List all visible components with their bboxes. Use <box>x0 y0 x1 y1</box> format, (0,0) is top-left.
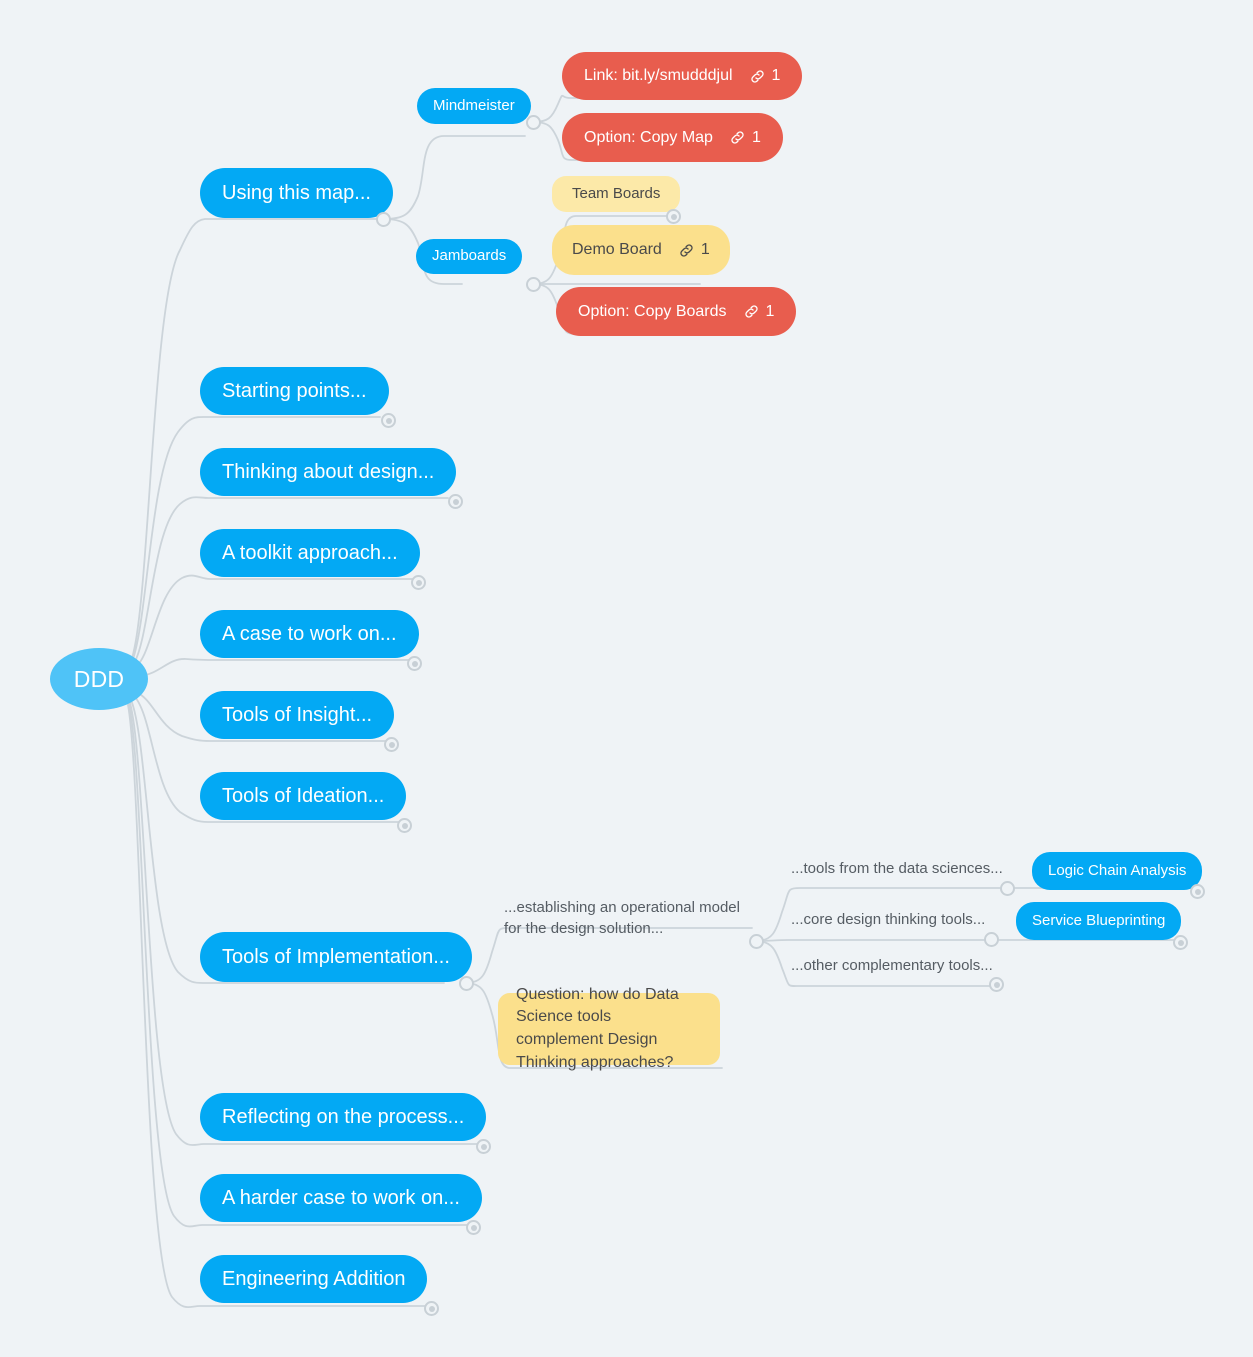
node-link-bitly[interactable]: Link: bit.ly/smudddjul 1 <box>562 52 803 100</box>
node-mindmeister[interactable]: Mindmeister <box>417 88 531 124</box>
node-label: ...tools from the data sciences... <box>791 859 1003 877</box>
connector-logic-chain-analysis-collapsed[interactable] <box>1190 884 1205 899</box>
node-label: Option: Copy Boards <box>578 302 727 320</box>
node-jamboards[interactable]: Jamboards <box>416 239 523 274</box>
node-label: Service Blueprinting <box>1032 911 1166 929</box>
branch-label: A toolkit approach... <box>222 541 398 564</box>
branch-label: Tools of Ideation... <box>222 784 385 807</box>
connector-reflecting-on-process-collapsed[interactable] <box>476 1139 491 1154</box>
branch-thinking-about-design[interactable]: Thinking about design... <box>200 448 457 496</box>
branch-label: Reflecting on the process... <box>222 1105 465 1128</box>
node-core-design-thinking-tools[interactable]: ...core design thinking tools... <box>791 909 985 931</box>
node-logic-chain-analysis[interactable]: Logic Chain Analysis <box>1032 852 1203 890</box>
connector-tools-of-insight-collapsed[interactable] <box>384 737 399 752</box>
node-label: Jamboards <box>432 247 507 265</box>
branch-toolkit-approach[interactable]: A toolkit approach... <box>200 529 420 577</box>
node-label: ...other complementary tools... <box>791 956 993 974</box>
node-label: Mindmeister <box>433 96 515 114</box>
link-icon <box>731 131 744 144</box>
branch-starting-points[interactable]: Starting points... <box>200 367 389 415</box>
link-count: 1 <box>700 241 710 258</box>
branch-label: Thinking about design... <box>222 460 435 483</box>
node-other-complementary-tools[interactable]: ...other complementary tools... <box>791 955 993 977</box>
connector-using-this-map[interactable] <box>376 212 391 227</box>
connector-jamboards[interactable] <box>526 277 541 292</box>
branch-tools-of-implementation[interactable]: Tools of Implementation... <box>200 932 472 982</box>
node-label: Link: bit.ly/smudddjul <box>584 67 733 84</box>
branch-tools-of-insight[interactable]: Tools of Insight... <box>200 691 395 739</box>
connector-team-boards-collapsed[interactable] <box>666 209 681 224</box>
connector-mindmeister[interactable] <box>526 115 541 130</box>
connector-tools-from-data-sciences[interactable] <box>1000 881 1015 896</box>
branch-label: A harder case to work on... <box>222 1186 460 1209</box>
connector-tools-of-implementation[interactable] <box>459 976 474 991</box>
branch-tools-of-ideation[interactable]: Tools of Ideation... <box>200 772 407 820</box>
link-count: 1 <box>751 128 761 146</box>
node-label: ...establishing an operational model for… <box>504 899 740 937</box>
connector-toolkit-approach-collapsed[interactable] <box>411 575 426 590</box>
connector-operational-model[interactable] <box>749 934 764 949</box>
node-label: Question: how do Data Science tools comp… <box>516 985 679 1071</box>
node-demo-board[interactable]: Demo Board 1 <box>552 225 730 275</box>
link-count: 1 <box>765 302 775 320</box>
connector-engineering-addition-collapsed[interactable] <box>424 1301 439 1316</box>
branch-label: Tools of Insight... <box>222 703 373 726</box>
node-label: Option: Copy Map <box>584 128 713 146</box>
node-service-blueprinting[interactable]: Service Blueprinting <box>1016 902 1182 940</box>
branch-engineering-addition[interactable]: Engineering Addition <box>200 1255 428 1303</box>
branch-using-this-map[interactable]: Using this map... <box>200 168 393 218</box>
root-node-ddd[interactable]: DDD <box>50 648 148 710</box>
link-badge[interactable]: 1 <box>729 128 761 148</box>
link-badge[interactable]: 1 <box>678 240 710 260</box>
link-badge[interactable]: 1 <box>743 302 775 322</box>
node-option-copy-map[interactable]: Option: Copy Map 1 <box>562 113 783 162</box>
node-label: ...core design thinking tools... <box>791 910 986 928</box>
branch-label: Starting points... <box>222 379 367 402</box>
connector-service-blueprinting-collapsed[interactable] <box>1173 935 1188 950</box>
node-label: Team Boards <box>572 184 661 202</box>
link-icon <box>680 243 693 257</box>
branch-case-to-work-on[interactable]: A case to work on... <box>200 610 419 658</box>
link-icon <box>750 69 764 83</box>
node-operational-model[interactable]: ...establishing an operational model for… <box>504 898 740 938</box>
connector-starting-points-collapsed[interactable] <box>381 413 396 428</box>
connector-core-design-thinking-tools[interactable] <box>984 932 999 947</box>
branch-label: A case to work on... <box>222 622 397 645</box>
link-badge[interactable]: 1 <box>749 66 781 86</box>
branch-harder-case[interactable]: A harder case to work on... <box>200 1174 482 1222</box>
connector-thinking-about-design-collapsed[interactable] <box>448 494 463 509</box>
root-node-label: DDD <box>73 665 125 692</box>
node-label: Logic Chain Analysis <box>1048 861 1187 879</box>
branch-label: Tools of Implementation... <box>222 945 450 968</box>
branch-label: Engineering Addition <box>222 1267 406 1290</box>
branch-reflecting-on-process[interactable]: Reflecting on the process... <box>200 1093 487 1141</box>
node-option-copy-boards[interactable]: Option: Copy Boards 1 <box>556 287 797 336</box>
node-team-boards[interactable]: Team Boards <box>552 176 681 212</box>
node-question-note[interactable]: Question: how do Data Science tools comp… <box>498 986 720 1071</box>
node-tools-from-data-sciences[interactable]: ...tools from the data sciences... <box>791 858 1003 880</box>
node-label: Demo Board <box>572 241 662 258</box>
connector-other-complementary-tools-collapsed[interactable] <box>989 977 1004 992</box>
connector-tools-of-ideation-collapsed[interactable] <box>397 818 412 833</box>
connector-harder-case-collapsed[interactable] <box>466 1220 481 1235</box>
link-icon <box>744 305 758 318</box>
connector-case-to-work-on-collapsed[interactable] <box>407 656 422 671</box>
link-count: 1 <box>771 67 781 84</box>
branch-label: Using this map... <box>222 181 371 204</box>
